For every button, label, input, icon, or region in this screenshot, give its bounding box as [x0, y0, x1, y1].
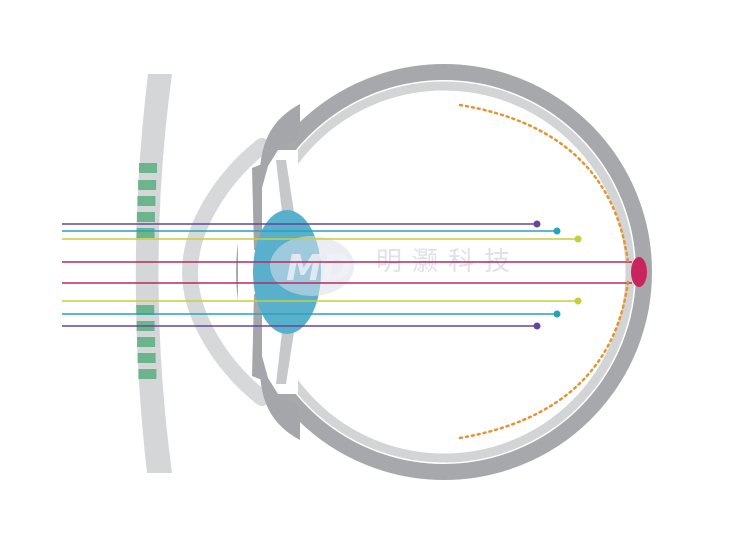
lens-stripe: [137, 353, 156, 363]
lens-stripe: [137, 196, 156, 206]
light-rays: [62, 220, 632, 330]
watermark-logo: [270, 236, 354, 296]
lens-stripe: [136, 228, 155, 238]
lens-stripe: [138, 180, 157, 190]
focal-point-dot: [574, 235, 582, 243]
spectacle-lens: [135, 74, 172, 473]
focal-point-dot: [533, 322, 541, 330]
lens-stripe: [136, 212, 155, 222]
spectacle-lens-panel: [135, 74, 172, 473]
ciliary-body-lower: [252, 294, 300, 440]
lens-stripes-top: [136, 163, 157, 238]
iris-lower: [260, 356, 300, 440]
focal-point-dot: [553, 227, 561, 235]
iris-flap-lower: [252, 294, 262, 380]
lens-stripe: [136, 305, 155, 315]
iris-flap-upper: [252, 164, 262, 250]
cornea: [181, 138, 270, 406]
lens-stripe: [137, 337, 156, 347]
ciliary-body-upper: [252, 104, 300, 250]
iris-upper: [260, 104, 300, 188]
fovea-spot: [631, 257, 647, 287]
zonule-lower: [276, 332, 294, 384]
zonule-upper: [276, 160, 294, 212]
lens-stripe: [138, 369, 157, 379]
focal-point-dot: [553, 310, 561, 318]
peripheral-focus-curve: [458, 103, 630, 440]
lens-stripe: [139, 163, 157, 173]
watermark: MD 明灏科技: [270, 236, 510, 296]
watermark-logo-text: MD: [286, 248, 352, 289]
focal-point-dot: [574, 297, 582, 305]
focal-point-dot: [533, 220, 541, 228]
